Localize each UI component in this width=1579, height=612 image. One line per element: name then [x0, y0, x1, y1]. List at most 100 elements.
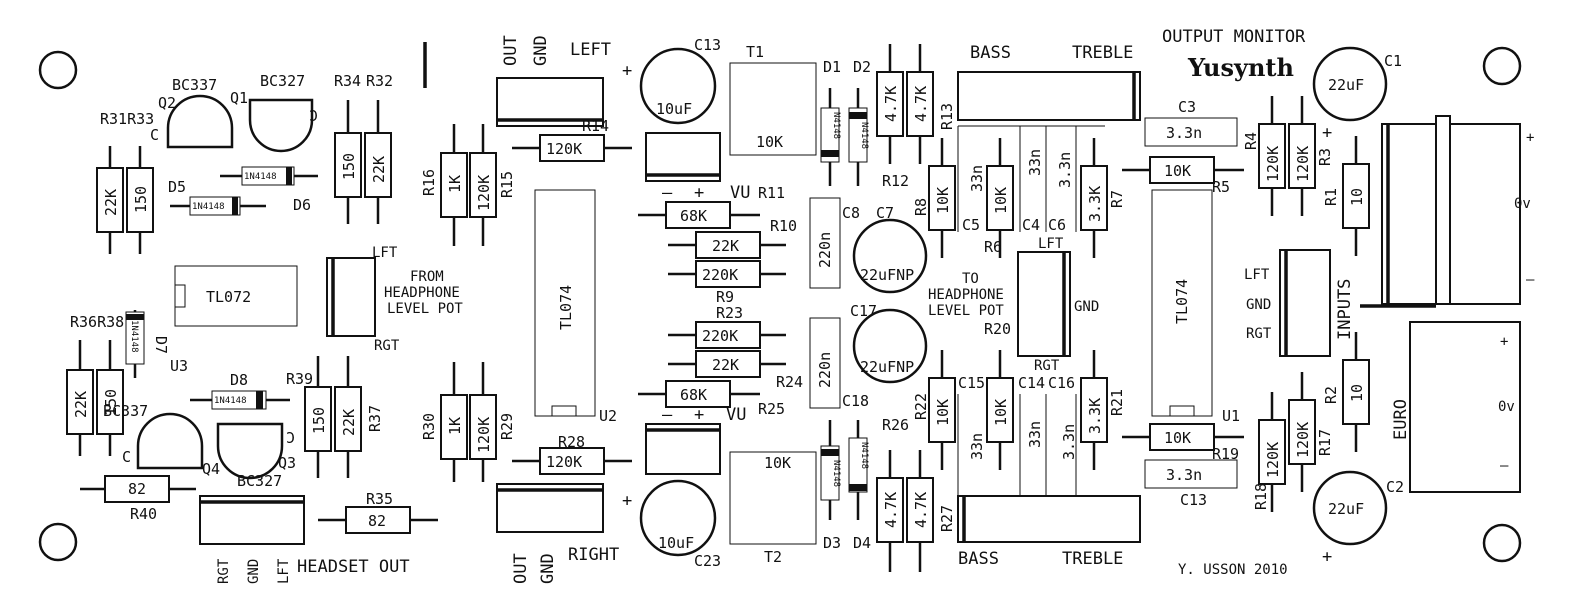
lbl-rgt: RGT: [1246, 326, 1272, 342]
ref-r16: R16: [420, 169, 438, 196]
cap-c8: [809, 197, 841, 289]
resistor-body: [695, 260, 761, 288]
ref-r28: R28: [558, 433, 585, 451]
value-82: 82: [368, 512, 386, 530]
cap-c1: [1312, 46, 1388, 122]
ref-c4: C4: [1022, 216, 1040, 234]
value-10k: 10K: [992, 187, 1010, 214]
pin-c: C: [150, 126, 159, 144]
ref-r15: R15: [498, 171, 516, 198]
value-150: 150: [132, 186, 150, 213]
ref-d6: D6: [293, 196, 311, 214]
resistor-body: [364, 132, 392, 198]
value-33n: 33n: [1026, 421, 1044, 448]
transistor-q1: [248, 98, 314, 153]
ref-u2: U2: [599, 407, 617, 425]
value-22uf: 22uF: [1328, 500, 1364, 518]
ref-r6: R6: [984, 238, 1002, 256]
resistor-body: [1080, 165, 1108, 231]
cap-c7: [852, 218, 928, 294]
resistor-body: [440, 394, 468, 460]
resistor-body: [906, 477, 934, 543]
board-credit: Y. USSON 2010: [1178, 562, 1288, 578]
ref-r21: R21: [1108, 389, 1126, 416]
ref-r36r38: R36R38: [70, 313, 124, 331]
value-3-3n: 3.3n: [1060, 424, 1078, 460]
ref-r27: R27: [938, 505, 956, 532]
connector-vu-right: [645, 423, 721, 475]
value-68k: 68K: [680, 207, 707, 225]
ref-r10: R10: [770, 217, 797, 235]
resistor-body: [986, 377, 1014, 443]
board-title: OUTPUT MONITOR: [1162, 27, 1306, 47]
trimmer-t1: [729, 62, 817, 156]
connector-headset-out: [199, 495, 305, 545]
value-220k: 220K: [702, 266, 738, 284]
value-22k: 22K: [340, 409, 358, 436]
ref-r12: R12: [882, 172, 909, 190]
mounting-hole: [1482, 523, 1522, 563]
lbl-0v: 0v: [1514, 196, 1531, 212]
lbl-lft: LFT: [276, 558, 292, 584]
resistor-body: [695, 350, 761, 378]
ref-c8: C8: [842, 204, 860, 222]
value-120k: 120K: [475, 175, 493, 211]
ref-r7: R7: [1108, 190, 1126, 208]
transistor-q2: [166, 94, 234, 149]
lbl-0v: 0v: [1498, 399, 1515, 415]
value-22k: 22K: [72, 391, 90, 418]
lbl-inputs: INPUTS: [1335, 279, 1355, 340]
lbl-euro: EURO: [1391, 399, 1411, 440]
resistor-body: [1258, 123, 1286, 189]
diode-d5: [189, 196, 241, 216]
resistor-body: [928, 165, 956, 231]
ref-c1: C1: [1384, 52, 1402, 70]
ref-d5: D5: [168, 178, 186, 196]
resistor-body: [469, 394, 497, 460]
ref-c18: C18: [842, 392, 869, 410]
value-n4148: N4148: [831, 460, 841, 487]
resistor-body: [876, 477, 904, 543]
ref-r31r33: R31R33: [100, 110, 154, 128]
resistor-body: [104, 475, 170, 503]
value-n4148: N4148: [831, 112, 841, 139]
value-120k: 120K: [475, 417, 493, 453]
value-tl074: TL074: [557, 285, 575, 330]
ic-notch: [174, 284, 186, 308]
value-33n: 33n: [968, 165, 986, 192]
ref-r9: R9: [716, 288, 734, 306]
ref-r25: R25: [758, 400, 785, 418]
connector-out-right: [496, 483, 604, 533]
connector-inputs: [1279, 249, 1331, 357]
ref-d3: D3: [823, 534, 841, 552]
lbl-headphone: HEADPHONE: [384, 285, 460, 301]
diode-d2: [848, 107, 868, 163]
lbl-to: TO: [962, 271, 979, 287]
value-10k: 10K: [1164, 429, 1191, 447]
connector-to-headphone: [1017, 251, 1071, 357]
ref-r26: R26: [882, 416, 909, 434]
ref-r17: R17: [1316, 429, 1334, 456]
value-10uf: 10uF: [658, 534, 694, 552]
lbl-out: OUT: [511, 553, 531, 584]
ref-d7: D7: [152, 336, 170, 354]
ref-c13: C13: [694, 36, 721, 54]
ref-r4: R4: [1242, 132, 1260, 150]
ref-r32: R32: [366, 72, 393, 90]
resistor-body: [695, 321, 761, 349]
lbl-minus: –: [1500, 458, 1509, 474]
diode-band: [126, 314, 144, 320]
resistor-body: [334, 386, 362, 452]
value-220k: 220K: [702, 327, 738, 345]
lbl-out: OUT: [501, 35, 521, 66]
ref-r30: R30: [420, 413, 438, 440]
resistor-body: [96, 167, 124, 233]
connector-vu-left: [645, 132, 721, 182]
lbl-plus: +: [622, 61, 632, 81]
resistor-body: [906, 71, 934, 137]
ref-r39: R39: [286, 370, 313, 388]
resistor-body: [1258, 419, 1286, 485]
resistor-body: [304, 386, 332, 452]
diode-band: [256, 391, 263, 409]
transistor-q3: [216, 422, 284, 480]
